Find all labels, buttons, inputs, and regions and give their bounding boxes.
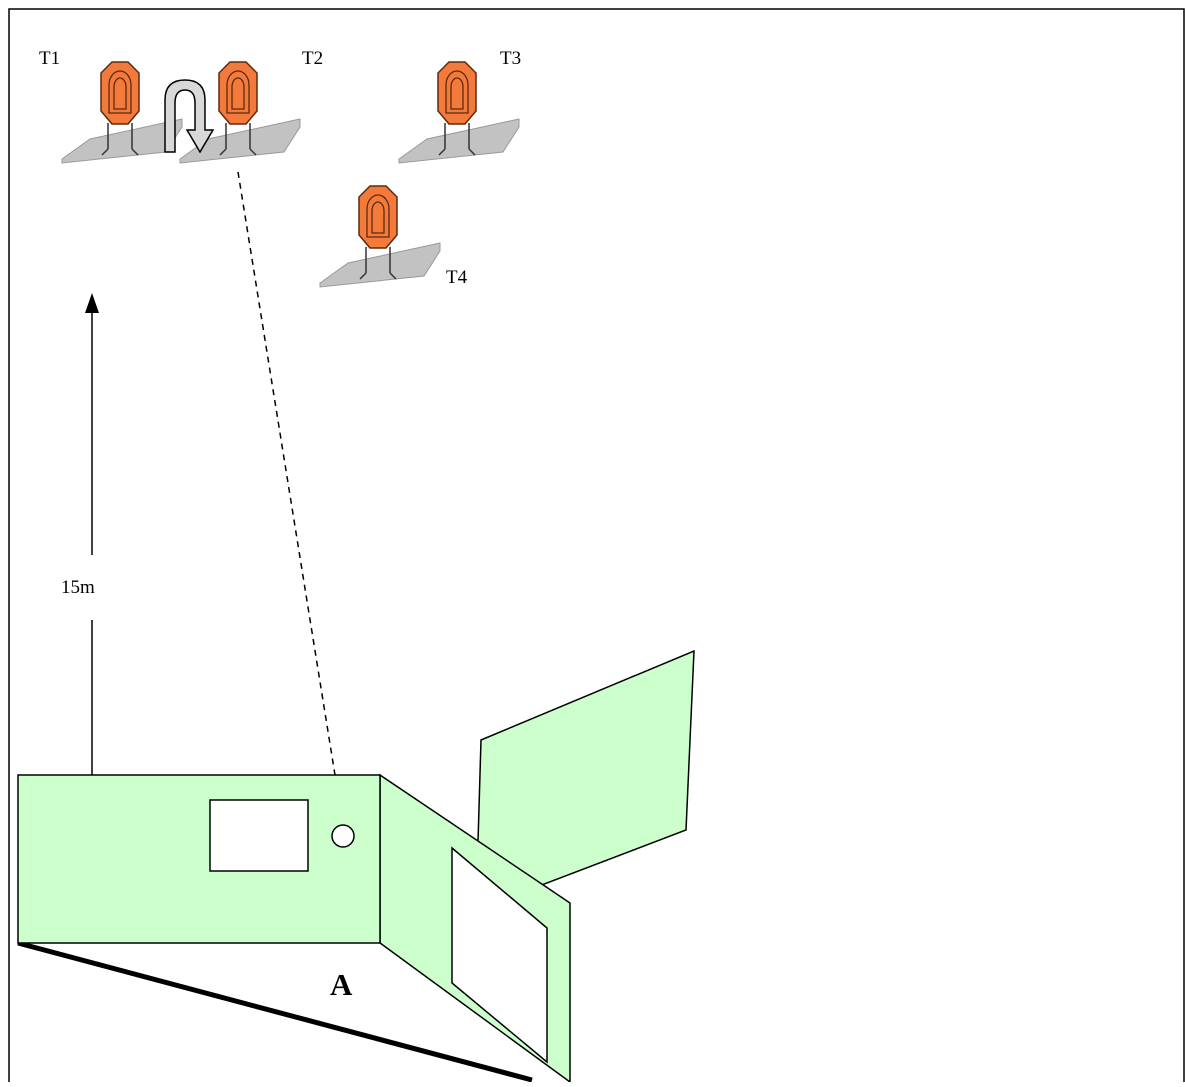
distance-arrow-icon [85,293,99,775]
distance-label: 15m [61,577,95,598]
side-window [451,846,548,1064]
rotation-arrow-icon [164,79,215,154]
label-t2: T2 [302,48,323,69]
target-t4 [319,185,441,288]
target-icon [319,185,441,288]
target-t1 [61,61,183,164]
target-icon [61,61,183,164]
port-hole [331,824,355,848]
target-icon [398,61,520,164]
label-t1: T1 [39,48,60,69]
front-window [209,799,309,872]
sight-line-dashed [237,171,336,776]
barricade-front-wall [17,774,381,944]
label-t4: T4 [446,267,468,288]
target-t3 [398,61,520,164]
frame-border [8,8,1185,1087]
label-t3: T3 [500,48,521,69]
ground-line [17,940,533,1083]
position-label: A [330,967,353,1002]
